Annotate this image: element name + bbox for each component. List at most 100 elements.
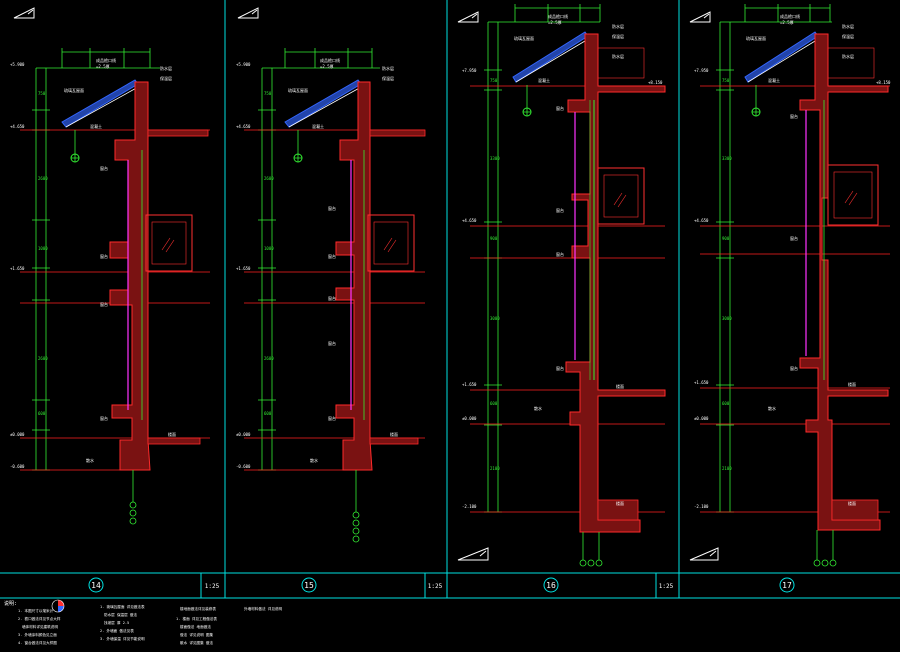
svg-text:成品檐口线: 成品檐口线 bbox=[320, 57, 340, 63]
svg-text:琉璃瓦屋面: 琉璃瓦屋面 bbox=[514, 35, 534, 41]
svg-text:窗台: 窗台 bbox=[790, 235, 798, 241]
svg-text:窗台: 窗台 bbox=[328, 415, 336, 421]
svg-text:750: 750 bbox=[722, 78, 730, 83]
svg-text:2. 外墙面 做法见表: 2. 外墙面 做法见表 bbox=[100, 628, 134, 633]
svg-text:750: 750 bbox=[490, 78, 498, 83]
svg-text:窗台: 窗台 bbox=[556, 365, 564, 371]
svg-text:+1.650: +1.650 bbox=[694, 380, 709, 385]
svg-text:楼面做法 地面做法: 楼面做法 地面做法 bbox=[180, 624, 211, 629]
svg-text:成品檐口线: 成品檐口线 bbox=[548, 13, 568, 19]
svg-text:+5.900: +5.900 bbox=[10, 62, 25, 67]
svg-text:3. 外墙保温 详见节能说明: 3. 外墙保温 详见节能说明 bbox=[100, 636, 145, 641]
svg-text:2600: 2600 bbox=[38, 356, 48, 361]
svg-text:3300: 3300 bbox=[490, 156, 500, 161]
svg-text:防水层: 防水层 bbox=[612, 53, 624, 59]
svg-text:-2.100: -2.100 bbox=[694, 504, 709, 509]
axis-marker-icon bbox=[352, 470, 360, 543]
notes-legend-icon bbox=[51, 599, 65, 613]
panel-scale-16: 1:25 bbox=[659, 583, 674, 590]
svg-text:防水层: 防水层 bbox=[160, 65, 172, 71]
svg-text:散水: 散水 bbox=[86, 457, 94, 463]
svg-text:-0.600: -0.600 bbox=[236, 464, 251, 469]
svg-text:1. 本图尺寸以毫米计: 1. 本图尺寸以毫米计 bbox=[18, 608, 54, 613]
svg-text:散水 详见图集 做法: 散水 详见图集 做法 bbox=[180, 640, 213, 645]
svg-text:散水: 散水 bbox=[768, 405, 776, 411]
svg-text:3000: 3000 bbox=[722, 316, 732, 321]
svg-text:成品檐口线: 成品檐口线 bbox=[96, 57, 116, 63]
svg-text:窗台: 窗台 bbox=[328, 340, 336, 346]
window-frame bbox=[367, 214, 415, 272]
svg-text:窗台: 窗台 bbox=[790, 113, 798, 119]
svg-text:+7.950: +7.950 bbox=[694, 68, 709, 73]
compass-icon bbox=[457, 547, 489, 561]
svg-text:窗台: 窗台 bbox=[328, 295, 336, 301]
svg-text:2600: 2600 bbox=[264, 356, 274, 361]
svg-text:=2.5厚: =2.5厚 bbox=[548, 20, 562, 25]
svg-text:窗台: 窗台 bbox=[328, 205, 336, 211]
svg-text:外墙材料做法 详见说明: 外墙材料做法 详见说明 bbox=[244, 606, 283, 611]
svg-text:+4.650: +4.650 bbox=[694, 218, 709, 223]
svg-text:琉璃瓦屋面: 琉璃瓦屋面 bbox=[288, 87, 308, 93]
svg-text:3. 外墙涂料颜色见立面: 3. 外墙涂料颜色见立面 bbox=[18, 632, 57, 637]
svg-text:混凝土: 混凝土 bbox=[312, 123, 324, 129]
svg-text:=2.5厚: =2.5厚 bbox=[96, 64, 110, 69]
svg-text:混凝土: 混凝土 bbox=[538, 77, 550, 83]
svg-text:保温层: 保温层 bbox=[842, 33, 854, 39]
svg-text:琉璃瓦屋面: 琉璃瓦屋面 bbox=[64, 87, 84, 93]
svg-text:混凝土: 混凝土 bbox=[90, 123, 102, 129]
svg-text:+5.900: +5.900 bbox=[236, 62, 251, 67]
section-flag-icon bbox=[237, 7, 259, 19]
svg-text:1000: 1000 bbox=[264, 246, 274, 251]
svg-text:混凝土: 混凝土 bbox=[768, 77, 780, 83]
svg-text:窗台: 窗台 bbox=[328, 253, 336, 259]
axis-marker-icon bbox=[813, 530, 837, 567]
svg-text:600: 600 bbox=[264, 411, 272, 416]
compass-icon bbox=[689, 547, 719, 561]
dimension-chain bbox=[716, 4, 832, 513]
svg-text:600: 600 bbox=[722, 401, 730, 406]
window-frame bbox=[827, 164, 879, 226]
svg-text:±0.000: ±0.000 bbox=[462, 416, 477, 421]
svg-text:楼面: 楼面 bbox=[616, 500, 624, 506]
svg-text:3300: 3300 bbox=[722, 156, 732, 161]
svg-text:散水: 散水 bbox=[534, 405, 542, 411]
svg-text:±0.000: ±0.000 bbox=[236, 432, 251, 437]
section-flag-icon bbox=[13, 7, 35, 19]
svg-text:1. 琉璃瓦屋面 详见做法表: 1. 琉璃瓦屋面 详见做法表 bbox=[100, 604, 145, 609]
svg-text:保温层: 保温层 bbox=[612, 33, 624, 39]
svg-text:窗台: 窗台 bbox=[556, 105, 564, 111]
svg-text:+8.150: +8.150 bbox=[876, 80, 891, 85]
svg-text:2100: 2100 bbox=[490, 466, 500, 471]
panel-number-14: 14 bbox=[91, 581, 101, 590]
panel-title-17: 17 bbox=[779, 577, 795, 593]
svg-text:4. 窗台做法详见大样图: 4. 窗台做法详见大样图 bbox=[18, 640, 57, 645]
svg-text:3000: 3000 bbox=[490, 316, 500, 321]
svg-text:墙体材料详见建筑说明: 墙体材料详见建筑说明 bbox=[22, 624, 58, 629]
svg-text:防水层 保温层 做法: 防水层 保温层 做法 bbox=[104, 612, 137, 617]
svg-text:-2.100: -2.100 bbox=[462, 504, 477, 509]
svg-text:+1.650: +1.650 bbox=[462, 382, 477, 387]
svg-text:楼面: 楼面 bbox=[168, 431, 176, 437]
svg-text:楼面: 楼面 bbox=[616, 383, 624, 389]
svg-text:1000: 1000 bbox=[38, 246, 48, 251]
svg-text:+4.650: +4.650 bbox=[462, 218, 477, 223]
svg-text:750: 750 bbox=[264, 91, 272, 96]
svg-text:防水层: 防水层 bbox=[842, 23, 854, 29]
svg-text:750: 750 bbox=[38, 91, 46, 96]
panel-scale-14: 1:25 bbox=[205, 583, 220, 590]
panel-title-15: 15 1:25 bbox=[301, 577, 443, 593]
window-frame bbox=[597, 167, 645, 225]
svg-text:2600: 2600 bbox=[264, 176, 274, 181]
svg-text:窗台: 窗台 bbox=[100, 165, 108, 171]
svg-text:窗台: 窗台 bbox=[100, 415, 108, 421]
sheet-frame bbox=[0, 0, 900, 599]
svg-text:楼面: 楼面 bbox=[848, 381, 856, 387]
svg-text:±0.000: ±0.000 bbox=[10, 432, 25, 437]
svg-text:600: 600 bbox=[38, 411, 46, 416]
svg-text:600: 600 bbox=[490, 401, 498, 406]
svg-text:防水层: 防水层 bbox=[612, 23, 624, 29]
